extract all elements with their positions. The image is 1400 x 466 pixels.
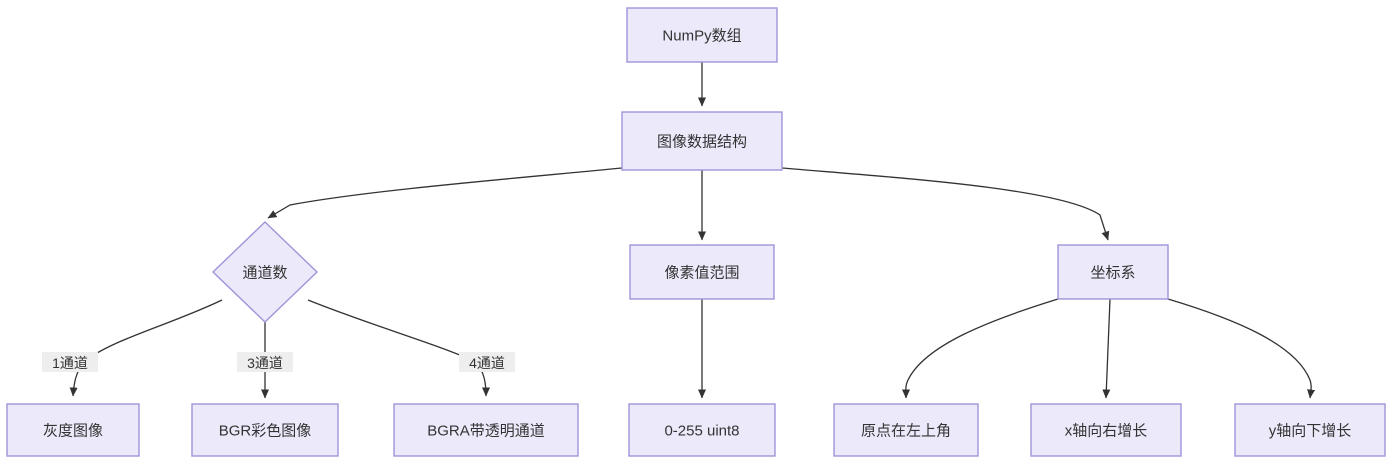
node-pixel-value-range-label: 像素值范围 xyxy=(664,265,739,282)
node-bgr-color-image-label: BGR彩色图像 xyxy=(219,423,312,440)
node-image-data-structure[interactable]: 图像数据结构 xyxy=(621,111,783,171)
edge-imgstruct-to-coordsys xyxy=(781,167,1110,241)
edge-imgstruct-to-channels xyxy=(267,167,623,219)
node-bgr-color-image[interactable]: BGR彩色图像 xyxy=(191,403,339,457)
node-channel-count[interactable]: 通道数 xyxy=(211,221,319,323)
node-coordinate-system-label: 坐标系 xyxy=(1090,265,1135,282)
edge-label-4-channel: 4通道 xyxy=(459,352,515,372)
node-origin-top-left[interactable]: 原点在左上角 xyxy=(833,403,979,457)
node-pixel-value-range[interactable]: 像素值范围 xyxy=(629,244,775,300)
node-coordinate-system[interactable]: 坐标系 xyxy=(1057,244,1169,300)
edge-label-4-channel-text: 4通道 xyxy=(469,355,505,371)
node-uint8-range[interactable]: 0-255 uint8 xyxy=(628,403,776,457)
node-channel-count-label: 通道数 xyxy=(242,265,287,282)
edge-label-group: 1通道 3通道 4通道 xyxy=(42,352,515,372)
node-numpy-array[interactable]: NumPy数组 xyxy=(626,7,778,63)
node-y-axis-down-label: y轴向下增长 xyxy=(1269,423,1352,440)
node-bgra-alpha-image-label: BGRA带透明通道 xyxy=(427,423,545,440)
edge-coordsys-to-yaxis xyxy=(1167,298,1316,399)
edge-label-3-channel: 3通道 xyxy=(237,352,293,372)
edge-channels-to-gray xyxy=(69,299,223,397)
edge-coordsys-to-xaxis xyxy=(1102,298,1111,399)
edge-label-1-channel: 1通道 xyxy=(42,352,98,372)
edge-channels-to-bgra xyxy=(307,299,490,397)
node-group: NumPy数组 图像数据结构 通道数 像素值范围 坐标系 灰度图像 xyxy=(6,7,1386,457)
node-uint8-range-label: 0-255 uint8 xyxy=(664,423,739,440)
node-numpy-array-label: NumPy数组 xyxy=(662,28,741,45)
node-origin-top-left-label: 原点在左上角 xyxy=(861,423,951,440)
edge-label-3-channel-text: 3通道 xyxy=(247,355,283,371)
edge-label-1-channel-text: 1通道 xyxy=(52,355,88,371)
edge-coordsys-to-origin xyxy=(901,298,1059,399)
node-y-axis-down[interactable]: y轴向下增长 xyxy=(1234,403,1386,457)
node-x-axis-right-label: x轴向右增长 xyxy=(1065,423,1148,440)
node-bgra-alpha-image[interactable]: BGRA带透明通道 xyxy=(393,403,579,457)
node-grayscale-image-label: 灰度图像 xyxy=(43,423,103,440)
node-image-data-structure-label: 图像数据结构 xyxy=(657,134,747,151)
node-x-axis-right[interactable]: x轴向右增长 xyxy=(1030,403,1182,457)
node-grayscale-image[interactable]: 灰度图像 xyxy=(6,403,140,457)
